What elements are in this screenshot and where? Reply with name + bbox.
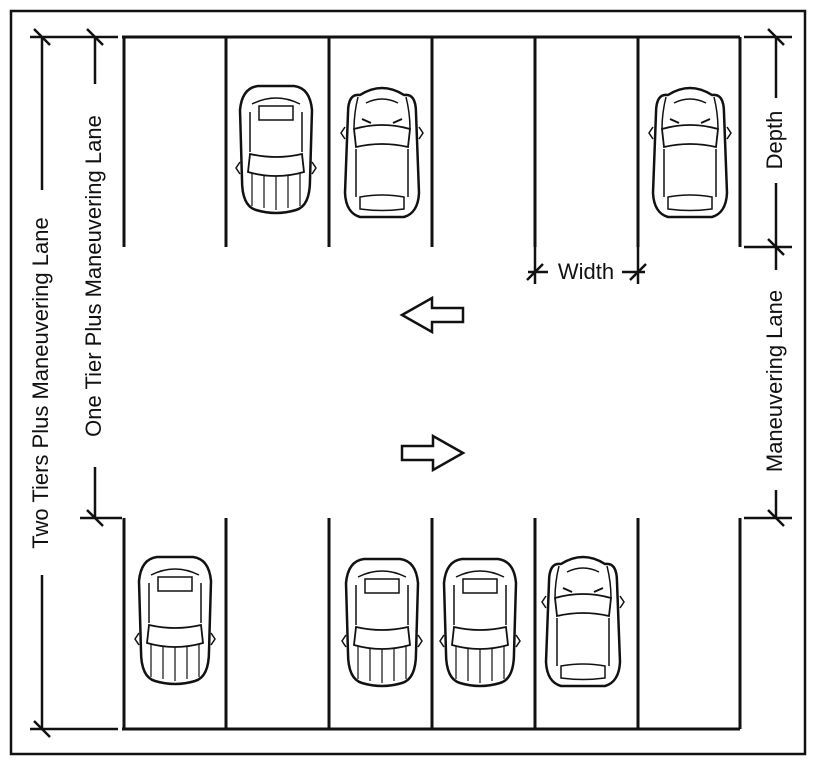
depth-dimension	[744, 28, 792, 256]
car-icon	[438, 557, 522, 688]
two-tiers-label: Two Tiers Plus Maneuvering Lane	[28, 217, 53, 548]
width-label: Width	[558, 259, 614, 284]
bottom-stall-row	[122, 518, 742, 731]
top-row-cars	[234, 84, 733, 219]
car-icon	[133, 555, 217, 686]
bottom-row-cars	[133, 555, 626, 688]
top-stall-row	[122, 35, 742, 247]
maneuvering-lane-dimension	[744, 247, 792, 527]
car-icon	[647, 86, 733, 219]
one-tier-label: One Tier Plus Maneuvering Lane	[81, 115, 106, 437]
left-arrow-icon	[399, 295, 465, 335]
maneuvering-lane-label: Maneuvering Lane	[762, 290, 787, 472]
depth-label: Depth	[762, 111, 787, 170]
car-icon	[339, 86, 425, 219]
car-icon	[234, 84, 318, 215]
one-tier-dimension	[80, 28, 122, 527]
two-tiers-dimension	[30, 28, 118, 738]
car-icon	[340, 557, 424, 688]
diagram-frame	[9, 9, 807, 756]
car-icon	[540, 555, 626, 688]
width-dimension	[526, 247, 647, 284]
right-arrow-icon	[400, 433, 466, 473]
